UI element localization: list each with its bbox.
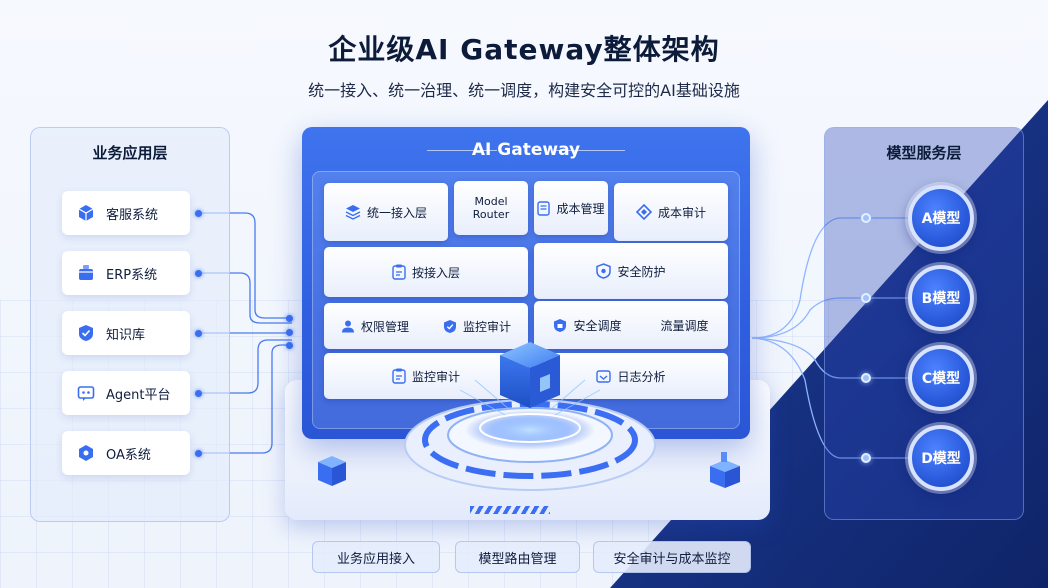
card-model-router[interactable]: Model Router bbox=[454, 181, 528, 235]
clipboard-icon bbox=[392, 264, 406, 280]
connection-dot bbox=[195, 330, 202, 337]
card-label-line1: Model bbox=[474, 195, 508, 208]
connection-dot bbox=[286, 329, 293, 336]
card-log-analysis[interactable]: 日志分析 bbox=[534, 353, 728, 399]
puzzle-cube-icon bbox=[318, 456, 346, 486]
card-label: 安全防护 bbox=[617, 264, 666, 279]
connection-dot bbox=[195, 210, 202, 217]
app-item-label: 知识库 bbox=[106, 327, 146, 343]
model-d-node[interactable]: D模型 bbox=[908, 425, 974, 491]
card-label: 按接入层 bbox=[411, 265, 460, 280]
app-item-oa[interactable]: OA系统 bbox=[62, 431, 190, 475]
app-item-label: 客服系统 bbox=[106, 207, 159, 223]
card-label: 安全调度 bbox=[573, 318, 622, 333]
clipboard-icon bbox=[392, 368, 406, 384]
chat-bot-icon bbox=[76, 383, 96, 403]
connection-node bbox=[861, 293, 871, 303]
card-label: 监控审计 bbox=[411, 369, 460, 384]
card-label: 流量调度 bbox=[660, 318, 709, 333]
card-label: 成本审计 bbox=[657, 205, 706, 220]
connection-dot bbox=[286, 342, 293, 349]
traffic-schedule-group[interactable]: 流量调度 bbox=[660, 317, 708, 334]
card-label: 权限管理 bbox=[360, 319, 409, 334]
card-access-layer[interactable]: 按接入层 bbox=[324, 247, 528, 297]
app-item-erp[interactable]: ERP系统 bbox=[62, 251, 190, 295]
page-subtitle: 统一接入、统一治理、统一调度，构建安全可控的AI基础设施 bbox=[308, 81, 740, 100]
inbox-icon bbox=[596, 369, 612, 384]
app-item-label: ERP系统 bbox=[106, 267, 158, 283]
layers-icon bbox=[345, 204, 361, 220]
shield-check-icon bbox=[443, 319, 457, 334]
model-a-node[interactable]: A模型 bbox=[908, 185, 974, 251]
diamond-icon bbox=[635, 204, 652, 220]
model-label: A模型 bbox=[921, 211, 961, 227]
connection-node bbox=[861, 373, 871, 383]
card-cost-management[interactable]: 成本管理 bbox=[534, 181, 608, 235]
app-item-knowledge-base[interactable]: 知识库 bbox=[62, 311, 190, 355]
card-security-protection[interactable]: 安全防护 bbox=[534, 243, 728, 299]
gateway-hub-core bbox=[404, 342, 656, 491]
card-label-line2: Router bbox=[472, 208, 510, 221]
connection-dot bbox=[195, 450, 202, 457]
app-item-customer-service[interactable]: 客服系统 bbox=[62, 191, 190, 235]
user-icon bbox=[341, 319, 355, 333]
page-title: 企业级AI Gateway整体架构 bbox=[328, 33, 720, 66]
permission-group[interactable]: 权限管理 bbox=[341, 318, 409, 335]
model-c-node[interactable]: C模型 bbox=[908, 345, 974, 411]
model-label: C模型 bbox=[921, 371, 961, 387]
connection-dot bbox=[195, 270, 202, 277]
cube-icon bbox=[76, 203, 96, 223]
connection-node bbox=[861, 453, 871, 463]
card-schedule[interactable]: 安全调度 流量调度 bbox=[534, 301, 728, 349]
card-label: 日志分析 bbox=[617, 369, 666, 384]
base-stripes bbox=[470, 506, 550, 514]
shield-check-icon bbox=[76, 323, 96, 343]
card-label: 统一接入层 bbox=[366, 205, 427, 220]
data-cube-icon bbox=[710, 452, 740, 488]
card-cost-audit[interactable]: 成本审计 bbox=[614, 183, 728, 241]
gateway-title: AI Gateway bbox=[471, 140, 581, 160]
card-label: 监控审计 bbox=[462, 319, 511, 334]
connection-dot bbox=[286, 315, 293, 322]
footer-tag-model-routing: 模型路由管理 bbox=[455, 541, 580, 573]
app-item-label: Agent平台 bbox=[106, 387, 171, 403]
card-permission-monitor[interactable]: 权限管理 监控审计 bbox=[324, 303, 528, 349]
card-monitor-audit[interactable]: 监控审计 bbox=[324, 353, 528, 399]
model-label: B模型 bbox=[921, 291, 961, 307]
monitor-group[interactable]: 监控审计 bbox=[443, 318, 511, 335]
title-divider bbox=[427, 150, 497, 151]
connection-node bbox=[861, 213, 871, 223]
model-layer-title: 模型服务层 bbox=[886, 144, 962, 162]
box-icon bbox=[76, 263, 96, 283]
card-label: 成本管理 bbox=[556, 201, 605, 216]
document-icon bbox=[537, 200, 551, 216]
model-label: D模型 bbox=[921, 451, 961, 467]
card-unified-access[interactable]: 统一接入层 bbox=[324, 183, 448, 241]
model-b-node[interactable]: B模型 bbox=[908, 265, 974, 331]
hexagon-icon bbox=[76, 443, 96, 463]
shield-icon bbox=[596, 263, 612, 279]
title-divider bbox=[555, 150, 625, 151]
connection-dot bbox=[195, 390, 202, 397]
security-schedule-group[interactable]: 安全调度 bbox=[553, 317, 622, 334]
app-item-label: OA系统 bbox=[106, 447, 151, 463]
footer-tag-security-cost: 安全审计与成本监控 bbox=[593, 541, 751, 573]
business-layer-title: 业务应用层 bbox=[92, 144, 168, 162]
app-item-agent-platform[interactable]: Agent平台 bbox=[62, 371, 190, 415]
footer-tag-business-access: 业务应用接入 bbox=[312, 541, 440, 573]
shield-icon bbox=[553, 318, 567, 333]
